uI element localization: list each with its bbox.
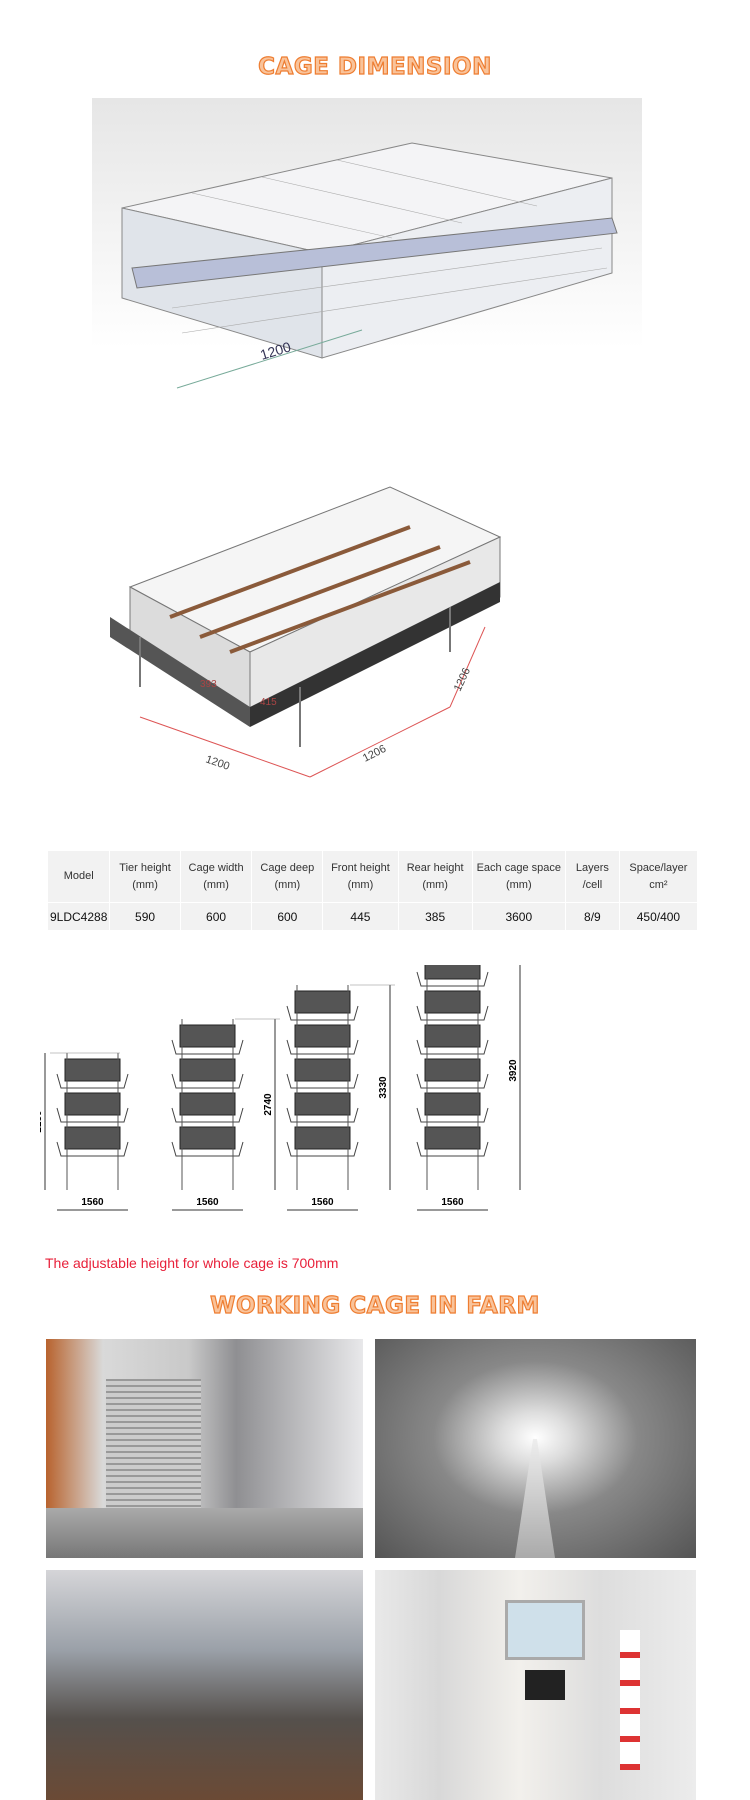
height-label: 2150: [40, 1110, 44, 1133]
feed-trough: [416, 1073, 489, 1089]
drawing2-dimension-depth-2: 1206: [452, 666, 473, 693]
cage-tier: [179, 1058, 236, 1082]
tier-diagram-3: 2150 1560: [40, 1052, 129, 1211]
feed-trough: [416, 1141, 489, 1157]
width-label: 1560: [311, 1197, 334, 1208]
feed-trough: [171, 1107, 244, 1123]
cell-rear-height: 385: [397, 902, 473, 931]
header-layers-cell: Layers /cell: [564, 850, 620, 903]
feed-trough: [171, 1073, 244, 1089]
cage-tier: [179, 1024, 236, 1048]
width-label: 1560: [196, 1197, 219, 1208]
table-header-row: Model Tier height (mm) Cage width (mm) C…: [46, 850, 699, 903]
header-rear-height: Rear height (mm): [397, 850, 473, 903]
header-front-height: Front height (mm): [322, 850, 399, 903]
tier-diagram-4: 2740 1560: [171, 1018, 280, 1211]
cage-drawing-top-view: 1200: [92, 98, 642, 389]
drawing2-dimension-small-a: 393: [200, 679, 217, 690]
tier-diagrams: 2150 1560 2740 1560 3330 1560 3920 1560: [40, 965, 521, 1211]
cage-dimension-title: CAGE DIMENSION: [258, 53, 492, 80]
feed-trough: [416, 1005, 489, 1021]
feed-trough: [286, 1107, 359, 1123]
height-label: 3330: [378, 1076, 389, 1099]
cage-tier: [424, 1024, 481, 1048]
cage-tier: [294, 1092, 351, 1116]
cell-layers-cell: 8/9: [564, 902, 620, 931]
cell-cage-width: 600: [179, 902, 253, 931]
farm-photo-cage-ends: [46, 1339, 363, 1558]
cage-tier: [294, 1024, 351, 1048]
cage-tier: [294, 1126, 351, 1150]
header-cage-deep: Cage deep (mm): [251, 850, 324, 903]
header-space-layer: Space/layer cm²: [618, 850, 699, 903]
feed-trough: [171, 1141, 244, 1157]
tier-diagram-6: 3920 1560: [416, 965, 521, 1211]
feed-trough: [286, 1039, 359, 1055]
cage-tier: [424, 990, 481, 1014]
farm-photo-chickens: [46, 1570, 363, 1800]
cell-each-cage-space: 3600: [471, 902, 566, 931]
drawing2-dimension-small-b: 415: [260, 697, 277, 708]
height-label: 3920: [508, 1059, 519, 1082]
cage-tier: [294, 990, 351, 1014]
cage-tier: [64, 1126, 121, 1150]
feed-trough: [56, 1141, 129, 1157]
tier-diagram-5: 3330 1560: [286, 984, 395, 1211]
feed-trough: [416, 1107, 489, 1123]
feed-trough: [286, 1141, 359, 1157]
feed-trough: [286, 1005, 359, 1021]
cell-model: 9LDC4288: [46, 902, 111, 931]
drawing2-dimension-width: 1200: [204, 753, 231, 772]
feed-trough: [56, 1107, 129, 1123]
cage-tier: [424, 1092, 481, 1116]
cell-cage-deep: 600: [251, 902, 324, 931]
cage-tier: [64, 1058, 121, 1082]
cage-tier: [64, 1092, 121, 1116]
cage-tier: [179, 1092, 236, 1116]
width-label: 1560: [81, 1197, 104, 1208]
cell-space-layer: 450/400: [618, 902, 699, 931]
feed-trough: [56, 1073, 129, 1089]
feed-trough: [416, 971, 489, 987]
cage-tier: [424, 1126, 481, 1150]
feed-trough: [286, 1073, 359, 1089]
header-cage-width: Cage width (mm): [179, 850, 253, 903]
cage-drawing-perspective: 1200 1206 1206 393 415: [110, 486, 502, 778]
cell-tier-height: 590: [109, 902, 181, 931]
header-tier-height: Tier height (mm): [109, 850, 181, 903]
feed-trough: [416, 1039, 489, 1055]
farm-photo-control-room: [375, 1570, 696, 1800]
width-label: 1560: [441, 1197, 464, 1208]
header-each-cage-space: Each cage space (mm): [471, 850, 566, 903]
spec-table: Model Tier height (mm) Cage width (mm) C…: [46, 850, 699, 931]
farm-photo-aisle: [375, 1339, 696, 1558]
feed-trough: [171, 1039, 244, 1055]
cage-tier: [294, 1058, 351, 1082]
height-label: 2740: [263, 1093, 274, 1116]
drawing2-dimension-depth: 1206: [361, 743, 388, 765]
cage-tier: [179, 1126, 236, 1150]
cell-front-height: 445: [322, 902, 399, 931]
table-row: 9LDC4288 590 600 600 445 385 3600 8/9 45…: [46, 902, 699, 931]
working-cage-title: WORKING CAGE IN FARM: [210, 1292, 540, 1319]
adjustable-height-note: The adjustable height for whole cage is …: [45, 1255, 339, 1271]
cage-tier: [424, 965, 481, 980]
cage-tier: [424, 1058, 481, 1082]
header-model: Model: [46, 850, 111, 903]
